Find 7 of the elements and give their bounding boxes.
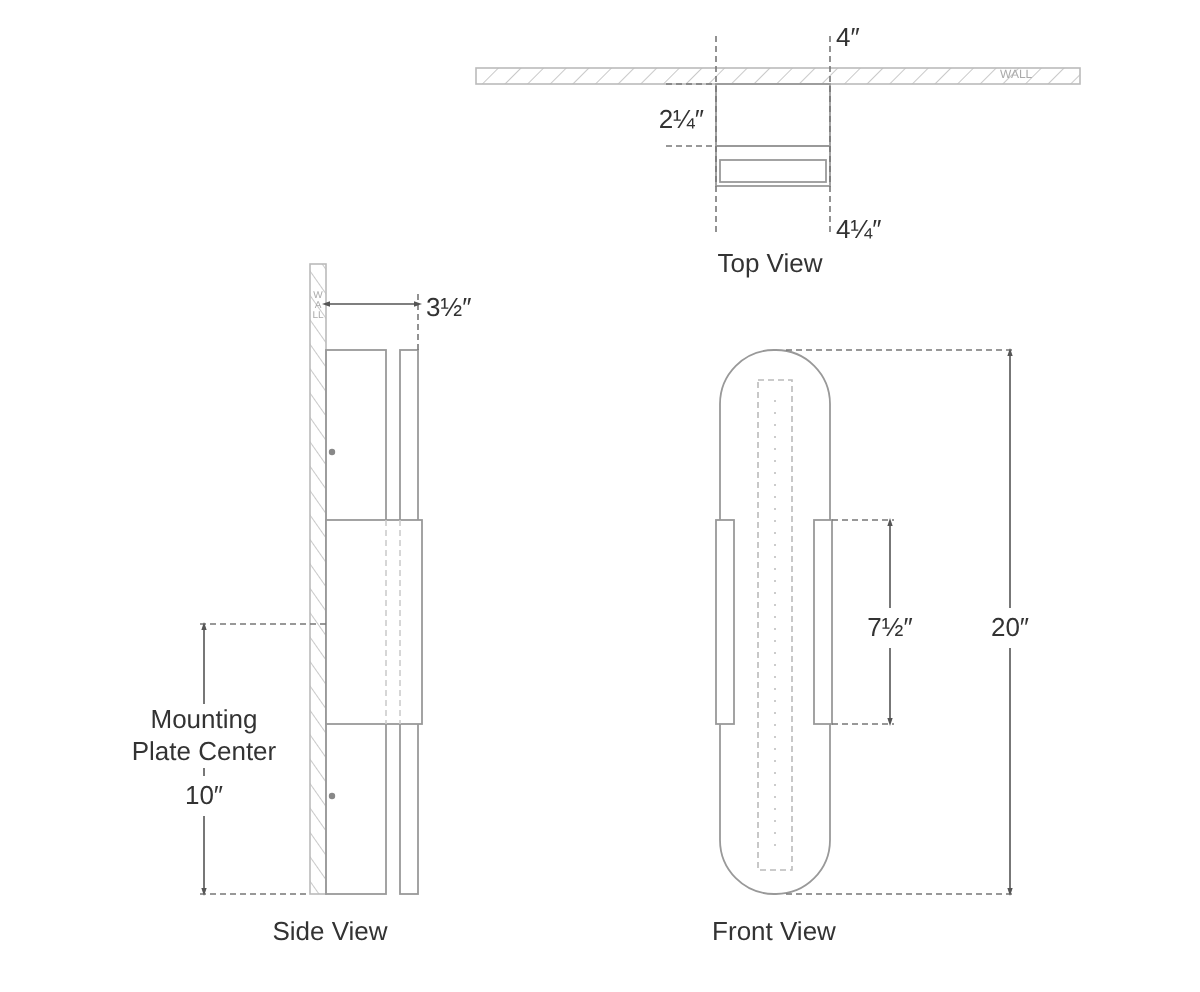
dimension-label: 2¼″ <box>656 102 704 138</box>
view-title: Side View <box>270 914 390 950</box>
dimension-label: 4″ <box>836 20 862 56</box>
dimension-label: 4¼″ <box>836 212 884 248</box>
dimension-label: 3½″ <box>426 290 474 326</box>
view-title: Top View <box>715 246 825 282</box>
view-title: Front View <box>710 914 838 950</box>
